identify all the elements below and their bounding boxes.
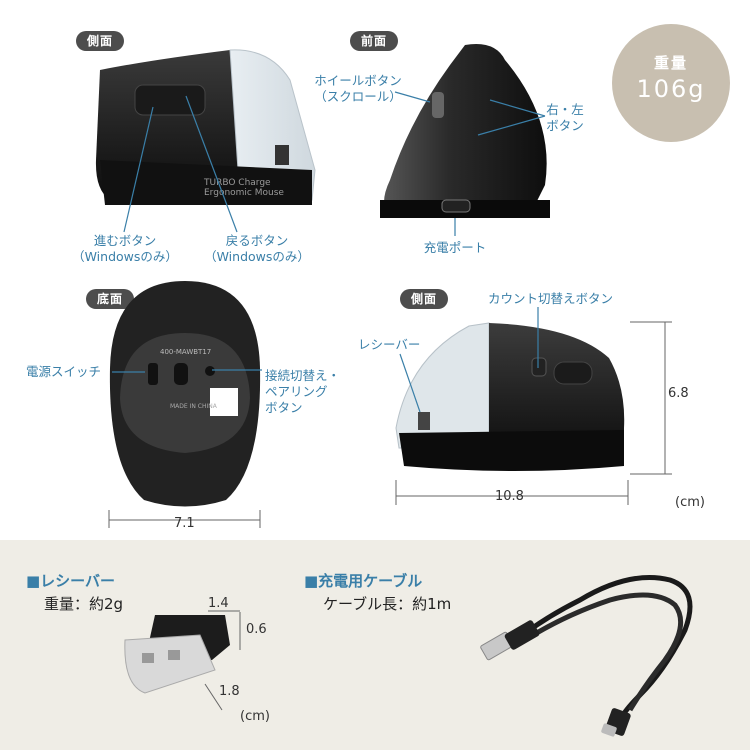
callout-pairing-button-line2: ペアリング (265, 384, 328, 399)
receiver-dim-height: 0.6 (246, 622, 267, 637)
receiver-dim-length: 1.8 (219, 684, 240, 699)
callout-pairing-button-line3: ボタン (265, 400, 303, 415)
callout-wheel-button-line1: ホイールボタン (314, 73, 402, 88)
callout-right-left-button-line2: ボタン (546, 118, 584, 133)
receiver-weight-spec: 重量：約2g (44, 595, 124, 613)
weight-badge: 重量 106g (612, 24, 730, 142)
mouse-print-line2: Ergonomic Mouse (204, 188, 284, 198)
weight-badge-label: 重量 (653, 54, 688, 72)
callout-charging-port: 充電ポート (423, 240, 487, 255)
view-label-side-top: 側面 (76, 31, 125, 51)
mouse-bottom-image (109, 281, 261, 507)
usb-receiver-image (124, 615, 230, 694)
callout-back-button-line2: （Windowsのみ） (204, 249, 310, 264)
callout-forward-button-line2: （Windowsのみ） (72, 249, 178, 264)
callout-back-button-line1: 戻るボタン (225, 233, 289, 248)
callout-back-button: 戻るボタン （Windowsのみ） (192, 233, 322, 265)
mouse-print-line1: TURBO Charge (204, 178, 271, 188)
dimension-bottom-width: 7.1 (174, 516, 195, 531)
view-label-bottom: 底面 (86, 289, 135, 309)
cable-length-spec: ケーブル長：約1m (323, 595, 452, 613)
callout-right-left-button-line1: 右・左 (546, 102, 584, 117)
receiver-dim-width: 1.4 (208, 596, 229, 611)
view-label-side-bottom: 側面 (400, 289, 449, 309)
cable-section-title: ■充電用ケーブル (304, 572, 423, 590)
mouse-side2-image (395, 322, 625, 471)
callout-power-switch: 電源スイッチ (26, 364, 102, 379)
mouse-front-image (380, 44, 550, 218)
dimension-side-height: 6.8 (668, 386, 689, 401)
dimension-side-length: 10.8 (495, 489, 524, 504)
callout-receiver: レシーバー (358, 337, 421, 352)
callout-pairing-button-line1: 接続切替え・ (265, 368, 341, 383)
mouse-print-text: TURBO Charge Ergonomic Mouse (204, 178, 284, 198)
charging-cable-image (480, 575, 693, 737)
callout-wheel-button: ホイールボタン （スクロール） (298, 73, 418, 105)
receiver-dim-unit: (cm) (240, 709, 270, 724)
callout-wheel-button-line2: （スクロール） (314, 89, 402, 104)
dimension-unit: (cm) (675, 495, 705, 510)
weight-badge-value: 106g (636, 75, 706, 103)
callout-forward-button: 進むボタン （Windowsのみ） (60, 233, 190, 265)
callout-count-switch-button: カウント切替えボタン (488, 291, 614, 306)
callout-right-left-button: 右・左 ボタン (540, 102, 590, 134)
view-label-front: 前面 (350, 31, 399, 51)
bottom-model-label: 400-MAWBT17 (160, 348, 212, 356)
bottom-made-label: MADE IN CHINA (170, 403, 217, 410)
receiver-section-title: ■レシーバー (26, 572, 116, 590)
callout-pairing-button: 接続切替え・ ペアリング ボタン (265, 368, 340, 416)
callout-forward-button-line1: 進むボタン (93, 233, 157, 248)
